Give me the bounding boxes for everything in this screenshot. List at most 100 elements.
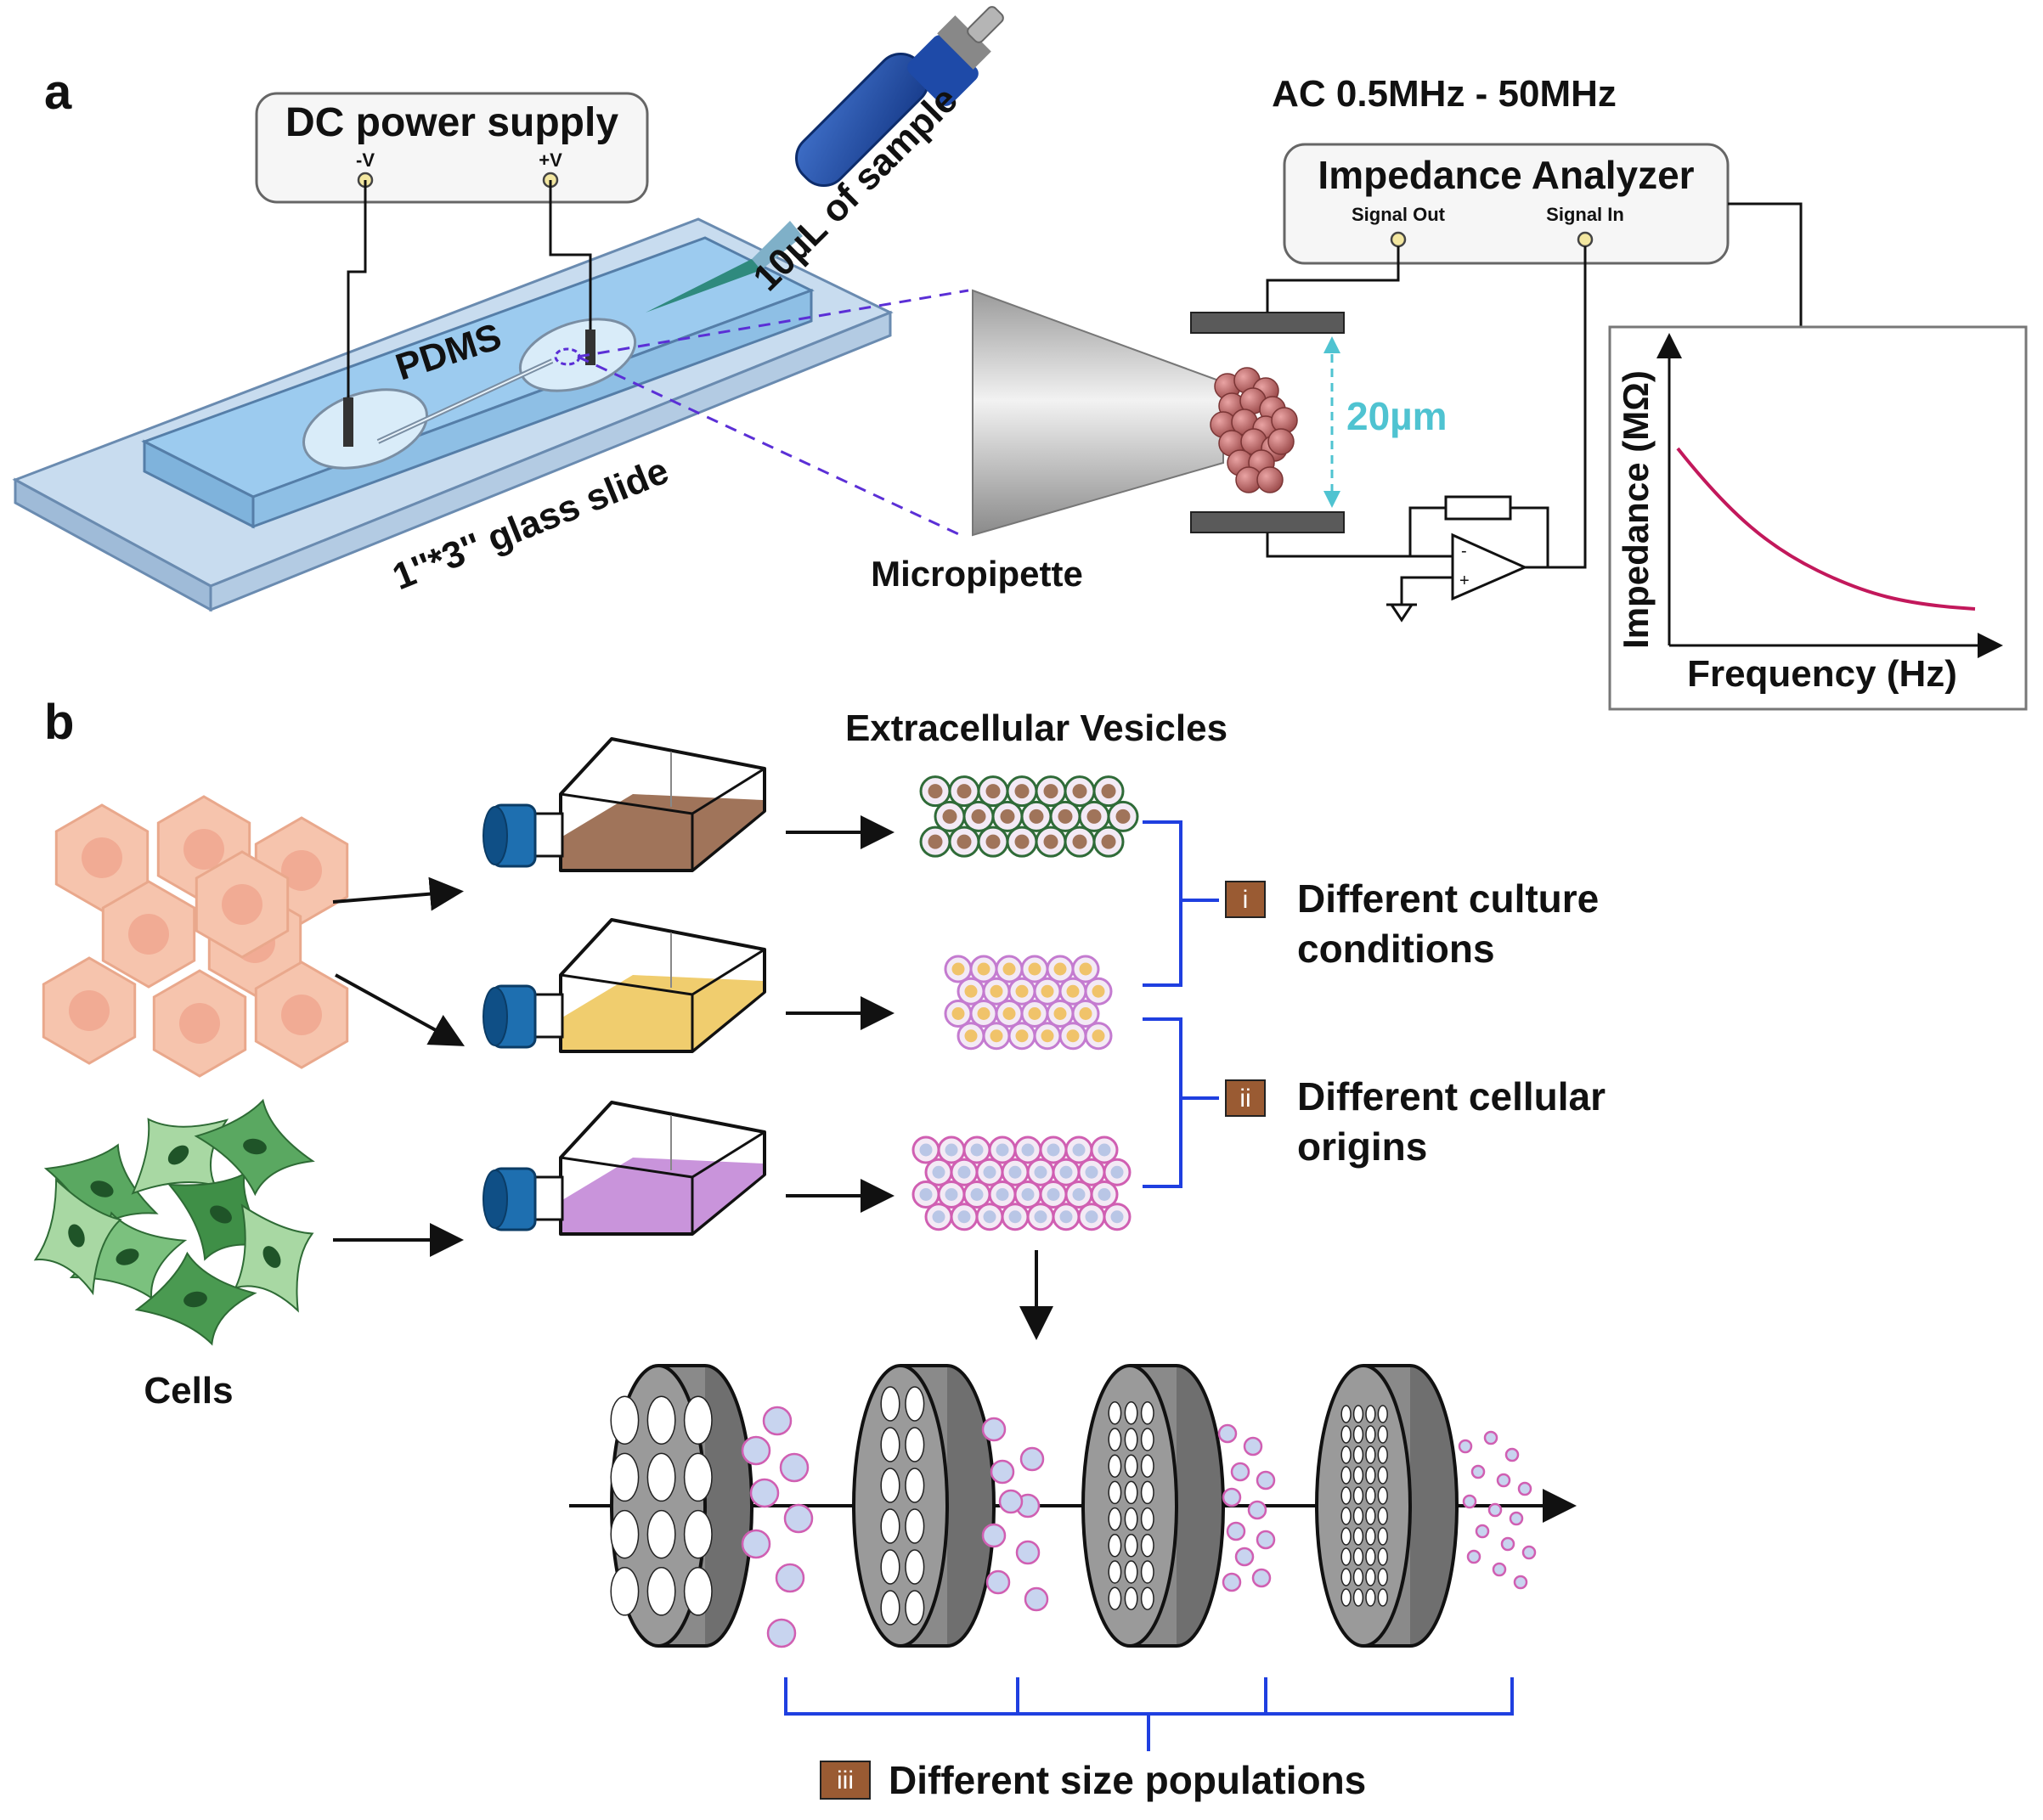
vesicle [1256, 1530, 1276, 1550]
filter-pore [1365, 1405, 1376, 1423]
electrode-right [585, 330, 595, 365]
filter-pore [880, 1386, 900, 1422]
plot-ylabel: Impedance (MΩ) [1616, 370, 1656, 649]
vesicle [1024, 1586, 1049, 1612]
panel-a-letter: a [44, 65, 72, 120]
cell-nucleus [167, 1145, 189, 1165]
cell-nucleus [183, 1291, 207, 1308]
ev-cluster-purple [911, 1135, 1132, 1231]
filter-pore [683, 1452, 713, 1502]
badge-iii [820, 1761, 871, 1800]
filter-pore [1365, 1425, 1376, 1444]
filter-pore [646, 1509, 676, 1559]
vesicle [1466, 1549, 1481, 1564]
filter-pore [1340, 1486, 1352, 1505]
dc-wires [347, 180, 592, 399]
cell-nucleus [90, 1180, 114, 1197]
filter-pore [683, 1567, 713, 1616]
filter-pore [1124, 1480, 1138, 1505]
signal-out-terminal [1390, 231, 1407, 248]
vesicle [1517, 1481, 1532, 1496]
vesicle [1496, 1473, 1511, 1488]
filter-pore [1340, 1527, 1352, 1546]
filter-pore [880, 1549, 900, 1585]
cell-nucleus [128, 914, 169, 955]
filter-pore [880, 1427, 900, 1462]
cell-nucleus [262, 1246, 281, 1268]
vesicle [766, 1618, 797, 1648]
filter-pore [1108, 1454, 1122, 1478]
badge-ii [1225, 1079, 1266, 1117]
ev-cluster [1210, 367, 1298, 493]
filter-pore [1352, 1527, 1364, 1546]
filter-pore [1140, 1586, 1154, 1610]
vesicle [749, 1478, 780, 1508]
vesicle [1247, 1500, 1267, 1520]
filter-pore [1140, 1507, 1154, 1531]
cells-label: Cells [144, 1370, 233, 1411]
vesicle [981, 1523, 1007, 1548]
vesicle [1230, 1462, 1250, 1482]
bottom-electrode-plate [1190, 511, 1345, 533]
pipette-icon [646, 6, 1004, 313]
cell-nucleus [82, 837, 122, 878]
vesicle [1521, 1545, 1537, 1560]
filter-pore [1377, 1466, 1388, 1485]
ev-bead [1256, 466, 1284, 493]
filter-pore [1352, 1486, 1364, 1505]
signal-in-terminal [1577, 231, 1594, 248]
vesicle [1015, 1540, 1041, 1565]
culture-flask-2 [483, 918, 766, 1053]
impedance-analyzer: Impedance Analyzer Signal Out Signal In [1283, 143, 1730, 265]
filter-pore [1352, 1445, 1364, 1464]
vesicle [998, 1489, 1024, 1514]
group-brackets [784, 820, 1514, 1751]
filter-pore [1124, 1534, 1138, 1558]
vesicle [1492, 1562, 1507, 1577]
panel-b-letter: b [44, 695, 74, 750]
cell-nucleus [281, 995, 322, 1035]
vesicle [1487, 1502, 1503, 1518]
filter-pore [1377, 1486, 1388, 1505]
group-ii-label-line1: Different cellular [1297, 1074, 1606, 1118]
filter-disc-2 [852, 1364, 996, 1648]
filter-pore [905, 1468, 925, 1503]
filter-pore [1365, 1568, 1376, 1586]
vesicle [1234, 1547, 1255, 1567]
vesicle [985, 1569, 1011, 1595]
ev-clusters [911, 775, 1139, 1231]
filter-pore [1377, 1588, 1388, 1607]
filter-pore [1140, 1428, 1154, 1451]
vesicle [1470, 1464, 1486, 1479]
filter-pore [1340, 1507, 1352, 1525]
filter-disc-1 [610, 1364, 753, 1648]
filter-pore [1124, 1560, 1138, 1584]
fibroblast-cells-icon [33, 1098, 315, 1346]
ev-cluster-yellow [944, 955, 1113, 1051]
cell-nucleus [68, 1224, 85, 1248]
ac-range-label: AC 0.5MHz - 50MHz [1272, 73, 1617, 115]
filter-pore [1340, 1588, 1352, 1607]
filter-pore [880, 1590, 900, 1626]
filter-pore [1340, 1466, 1352, 1485]
filter-pore [1124, 1454, 1138, 1478]
group-i-label-line1: Different culture [1297, 876, 1599, 921]
filter-pore [1377, 1425, 1388, 1444]
analyzer-title: Impedance Analyzer [1318, 153, 1694, 197]
filter-pore [905, 1549, 925, 1585]
vesicle [1513, 1575, 1528, 1590]
vesicle [1217, 1423, 1238, 1444]
feedback-resistor [1444, 495, 1512, 521]
cell-nucleus [183, 829, 224, 870]
filtered-evs [741, 1406, 1537, 1648]
filter-pore [905, 1508, 925, 1544]
impedance-curve [1676, 447, 1976, 611]
vesicle [1251, 1568, 1272, 1588]
filter-pore [1352, 1507, 1364, 1525]
filter-pore [1365, 1486, 1376, 1505]
filter-pore [905, 1427, 925, 1462]
ev-cluster-brown [919, 775, 1139, 858]
filter-pore [880, 1468, 900, 1503]
vesicle [762, 1406, 793, 1436]
